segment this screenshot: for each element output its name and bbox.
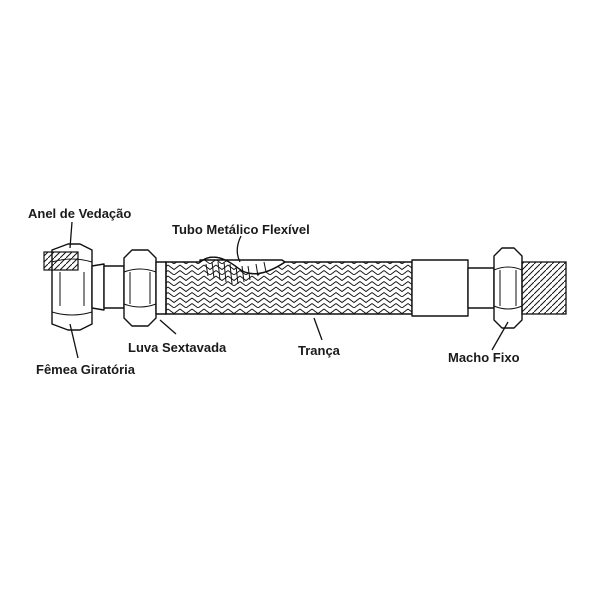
- neck-left: [103, 265, 125, 309]
- hex-sleeve: [123, 249, 167, 327]
- label-sealing-ring: Anel de Vedação: [28, 206, 131, 221]
- leader-hex-sleeve: [159, 319, 177, 335]
- crimp-sleeve: [411, 259, 469, 317]
- label-hex-sleeve: Luva Sextavada: [128, 340, 227, 355]
- leader-fixed-male: [491, 321, 509, 351]
- label-flexible-tube: Tubo Metálico Flexível: [172, 222, 310, 237]
- leader-braid: [313, 317, 323, 341]
- leader-swivel-female: [69, 323, 79, 359]
- male-thread: [521, 261, 567, 315]
- label-swivel-female: Fêmea Giratória: [36, 362, 136, 377]
- leader-sealing-ring: [69, 221, 73, 249]
- leader-flexible-tube: [236, 235, 242, 263]
- sealing-ring: [43, 251, 79, 271]
- neck-right: [467, 267, 495, 309]
- label-braid: Trança: [298, 343, 341, 358]
- exposed-flexible-tube: [199, 256, 286, 285]
- label-fixed-male: Macho Fixo: [448, 350, 520, 365]
- fixed-male-fitting: [493, 247, 567, 329]
- braided-hose: [165, 256, 413, 315]
